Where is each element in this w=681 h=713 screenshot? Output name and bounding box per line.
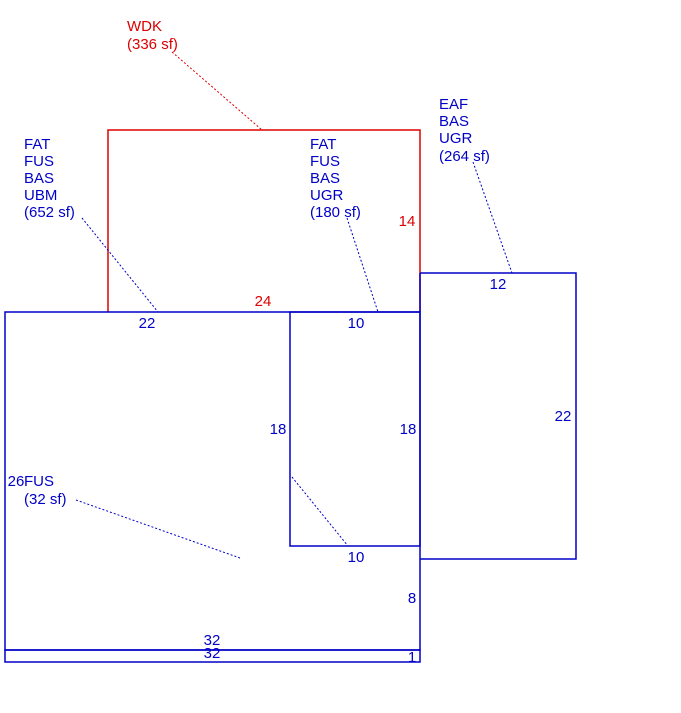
- area-label-wdk-line: (336 sf): [127, 36, 178, 53]
- area-label-right: EAF BAS UGR (264 sf): [439, 96, 490, 165]
- area-label-right-line: (264 sf): [439, 148, 490, 165]
- right-wing-outline: [420, 272, 577, 560]
- leader-line-right: [472, 161, 513, 274]
- dimension-label: 1: [408, 649, 416, 666]
- area-label-mid: FAT FUS BAS UGR (180 sf): [310, 136, 361, 221]
- area-label-wdk-line: WDK: [127, 18, 162, 35]
- leader-line-wdk: [171, 51, 263, 131]
- dimension-label: 18: [400, 421, 417, 438]
- dimension-label: 10: [348, 315, 365, 332]
- area-label-wdk: WDK (336 sf): [127, 18, 178, 53]
- leader-line-mid: [346, 217, 379, 313]
- dimension-label: 24: [255, 293, 272, 310]
- dimension-label: 32: [204, 632, 221, 649]
- area-label-fus-line: (32 sf): [24, 491, 67, 508]
- area-label-main-line: (652 sf): [24, 204, 75, 221]
- dimension-label: 8: [408, 590, 416, 607]
- area-label-fus: FUS (32 sf): [24, 473, 67, 508]
- dimension-label: 10: [348, 549, 365, 566]
- dimension-label: 22: [555, 408, 572, 425]
- dimension-label: 22: [139, 315, 156, 332]
- leader-line-mid-inner: [291, 476, 349, 547]
- area-label-mid-line: FAT: [310, 136, 336, 153]
- area-label-mid-line: UGR: [310, 187, 344, 204]
- area-label-mid-line: (180 sf): [310, 204, 361, 221]
- leader-line-main: [81, 217, 159, 313]
- deck-outline: [107, 129, 421, 312]
- area-label-mid-line: BAS: [310, 170, 340, 187]
- leader-line-fus: [75, 499, 241, 559]
- bottom-strip-outline: [4, 649, 421, 663]
- area-label-main-line: FUS: [24, 153, 54, 170]
- main-area-outline: [4, 311, 421, 651]
- dimension-label: 12: [490, 276, 507, 293]
- area-label-right-line: EAF: [439, 96, 468, 113]
- area-label-main-line: UBM: [24, 187, 57, 204]
- area-label-right-line: UGR: [439, 130, 473, 147]
- area-label-main-line: FAT: [24, 136, 50, 153]
- dimension-label: 14: [399, 213, 416, 230]
- area-label-mid-line: FUS: [310, 153, 340, 170]
- dimension-label: 32: [204, 645, 221, 662]
- dimension-label: 18: [270, 421, 287, 438]
- area-label-main: FAT FUS BAS UBM (652 sf): [24, 136, 75, 221]
- dimension-label: 26: [8, 473, 25, 490]
- area-label-right-line: BAS: [439, 113, 469, 130]
- mid-area-outline: [289, 311, 421, 547]
- area-label-main-line: BAS: [24, 170, 54, 187]
- area-label-fus-line: FUS: [24, 473, 54, 490]
